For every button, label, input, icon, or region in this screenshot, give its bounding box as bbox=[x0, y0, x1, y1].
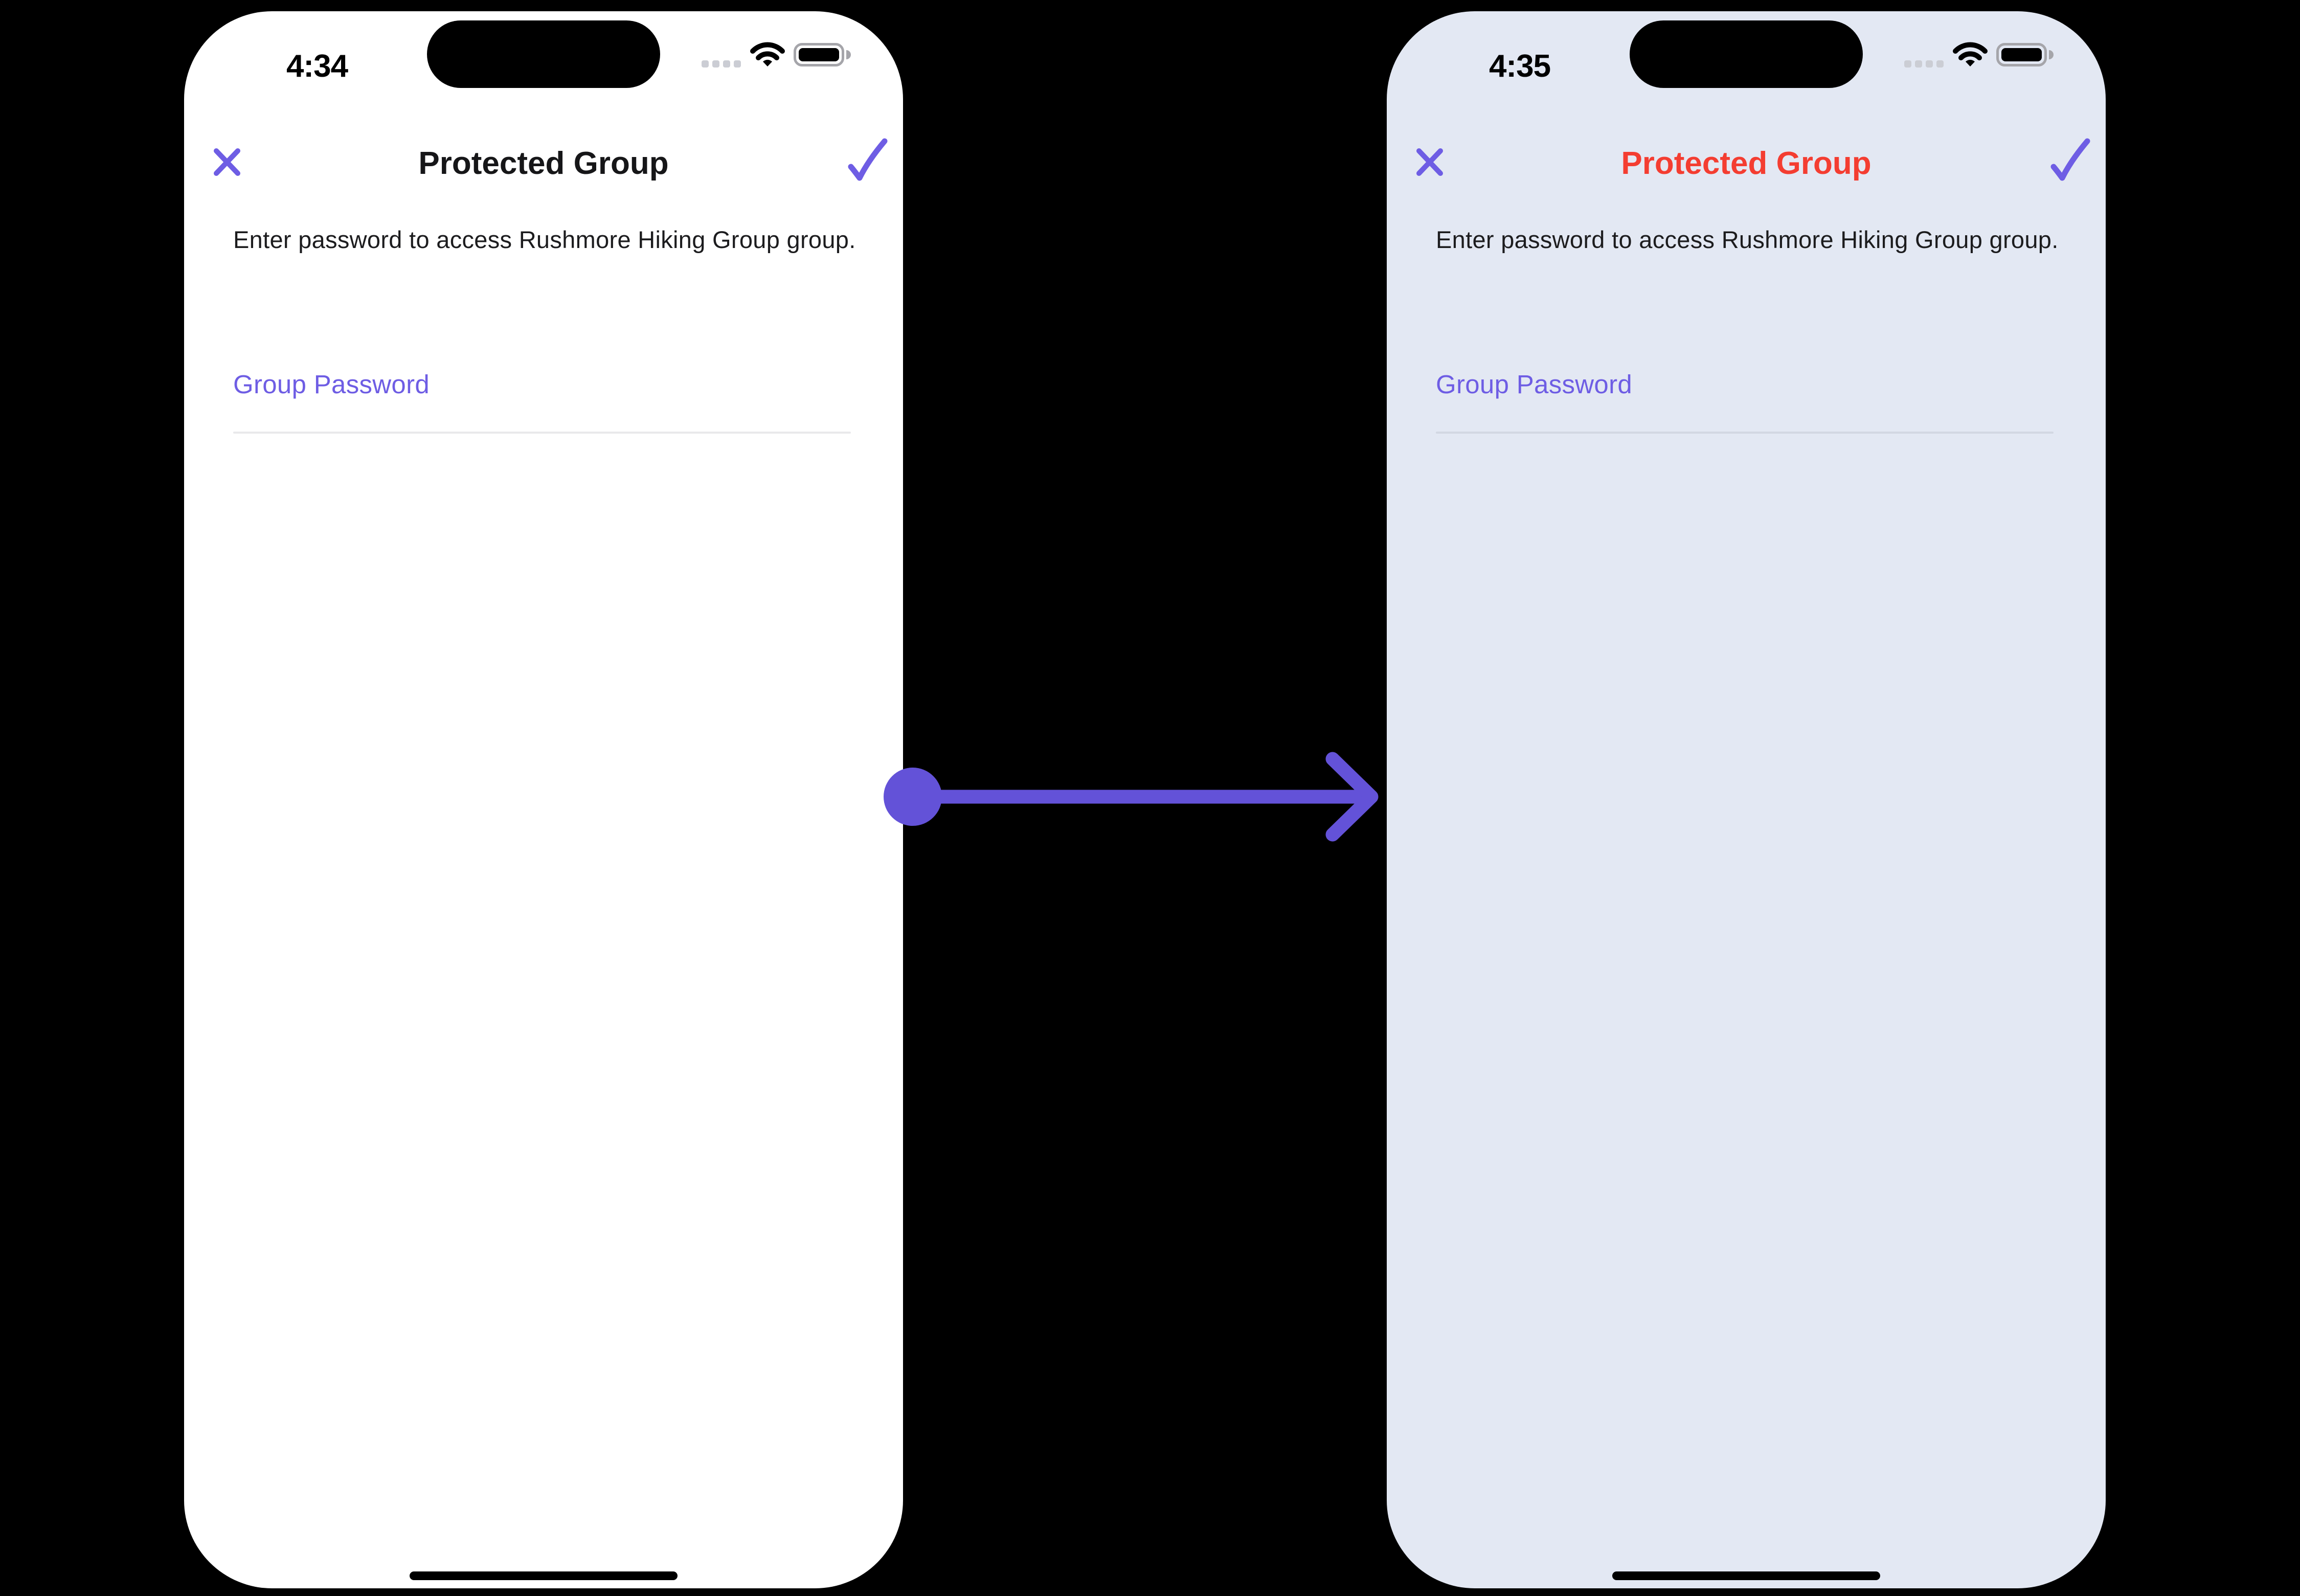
signal-dot bbox=[1936, 60, 1944, 68]
group-password-input[interactable]: Group Password bbox=[1436, 369, 2054, 446]
signal-dot bbox=[1915, 60, 1922, 68]
group-password-input[interactable]: Group Password bbox=[233, 369, 851, 446]
group-password-placeholder: Group Password bbox=[1436, 370, 1633, 399]
wifi-icon bbox=[1953, 42, 1988, 66]
wifi-icon bbox=[750, 42, 785, 66]
signal-dot bbox=[723, 60, 730, 68]
phone-screen-after: 4:35 Protected Group Enter password to a… bbox=[1387, 11, 2106, 1588]
dynamic-island bbox=[427, 20, 660, 88]
dynamic-island bbox=[1630, 20, 1863, 88]
password-instructions: Enter password to access Rushmore Hiking… bbox=[233, 226, 856, 253]
signal-dot bbox=[1926, 60, 1933, 68]
transition-arrow-icon bbox=[884, 752, 1379, 842]
page-title: Protected Group bbox=[418, 146, 669, 181]
cellular-signal-icon bbox=[1904, 60, 1944, 68]
confirm-button[interactable] bbox=[2050, 138, 2090, 182]
page-title: Protected Group bbox=[1621, 146, 1871, 181]
group-password-placeholder: Group Password bbox=[233, 370, 430, 399]
signal-dot bbox=[712, 60, 719, 68]
signal-dot bbox=[1904, 60, 1911, 68]
checkmark-icon bbox=[2050, 138, 2090, 181]
phone-screen-before: 4:34 Protected Group Enter password to a… bbox=[184, 11, 903, 1588]
password-instructions: Enter password to access Rushmore Hiking… bbox=[1436, 226, 2059, 253]
home-indicator bbox=[410, 1571, 678, 1580]
signal-dot bbox=[734, 60, 741, 68]
home-indicator bbox=[1612, 1571, 1880, 1580]
close-icon bbox=[214, 148, 240, 176]
battery-icon bbox=[794, 43, 851, 66]
close-button[interactable] bbox=[213, 148, 241, 176]
cellular-signal-icon bbox=[702, 60, 741, 68]
close-icon bbox=[1416, 148, 1443, 176]
status-bar-time: 4:34 bbox=[286, 49, 348, 84]
status-bar-time: 4:35 bbox=[1489, 49, 1551, 84]
input-underline bbox=[233, 432, 851, 434]
checkmark-icon bbox=[848, 138, 888, 181]
signal-dot bbox=[702, 60, 709, 68]
input-underline bbox=[1436, 432, 2054, 434]
confirm-button[interactable] bbox=[848, 138, 888, 182]
battery-icon bbox=[1996, 43, 2054, 66]
close-button[interactable] bbox=[1415, 148, 1444, 176]
